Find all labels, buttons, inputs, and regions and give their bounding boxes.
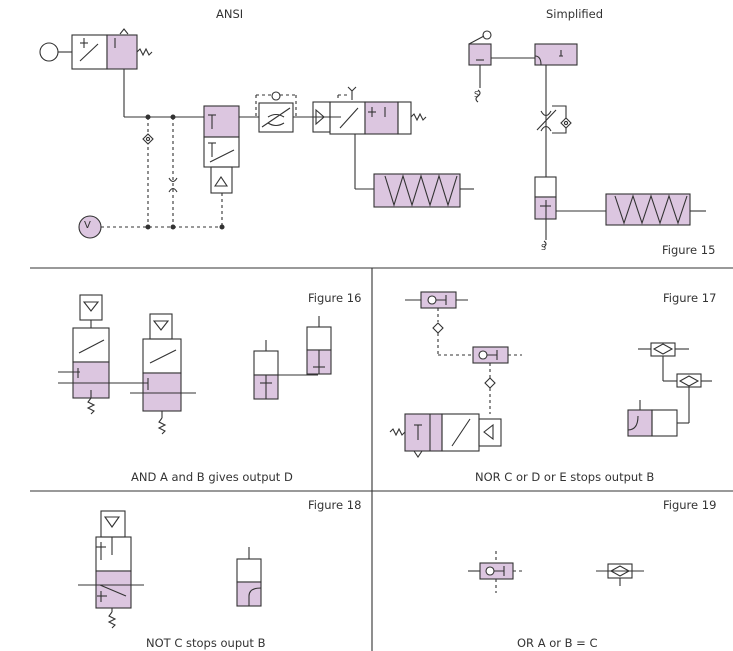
not-circuit <box>78 510 262 629</box>
and-caption: AND A and B gives output D <box>131 470 293 484</box>
figure-17-label: Figure 17 <box>663 291 717 305</box>
vacuum-gauge-icon <box>78 215 102 239</box>
figure-16-label: Figure 16 <box>308 291 362 305</box>
nor-caption: NOR C or D or E stops output B <box>475 470 655 484</box>
vacuum-gauge-label: V <box>84 220 91 231</box>
simplified-heading: Simplified <box>546 7 604 21</box>
actuator-circle-icon <box>39 42 59 62</box>
nor-circuit <box>389 291 712 458</box>
figure-19-label: Figure 19 <box>663 498 717 512</box>
ansi-circuit <box>39 28 474 239</box>
or-caption: OR A or B = C <box>517 636 598 650</box>
not-caption: NOT C stops ouput B <box>146 636 266 650</box>
and-circuit <box>58 294 332 435</box>
exhaust-label-2: S <box>541 243 547 252</box>
ansi-heading: ANSI <box>216 7 244 21</box>
figure-15-label: Figure 15 <box>662 243 716 257</box>
simplified-circuit <box>468 30 706 248</box>
or-circuit <box>468 551 644 593</box>
figure-18-label: Figure 18 <box>308 498 362 512</box>
exhaust-label-1: S <box>474 90 480 99</box>
